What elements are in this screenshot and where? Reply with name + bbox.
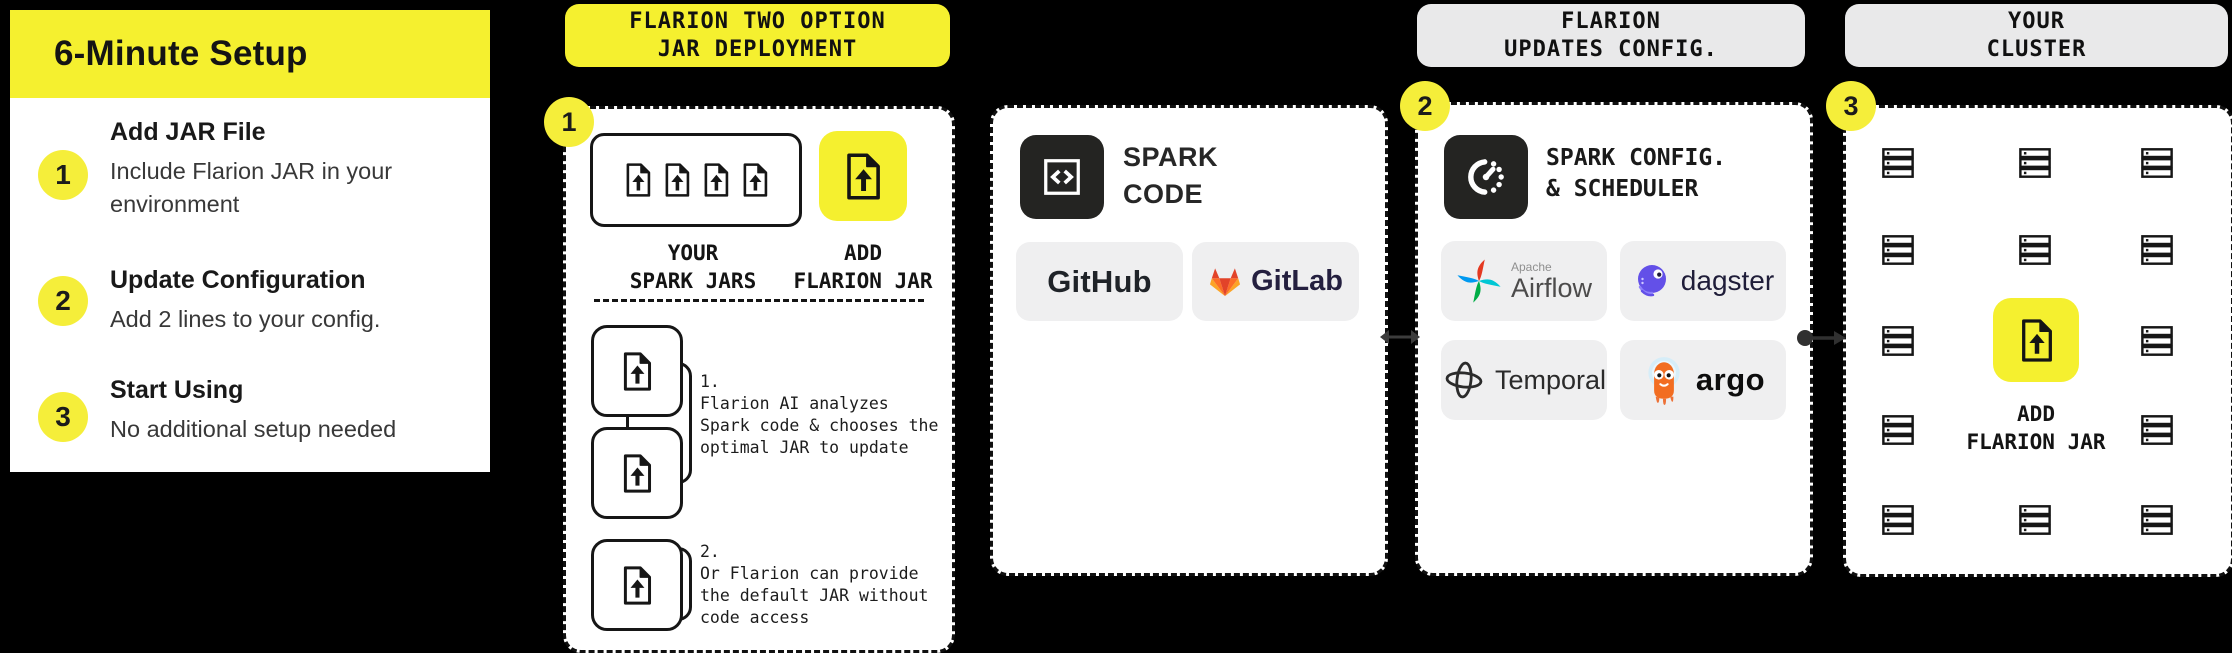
your-spark-jars-label: YOUR SPARK JARS <box>629 241 757 293</box>
dagster-button: dagster <box>1620 241 1786 321</box>
spark-code-label: SPARK CODE <box>1123 142 1219 209</box>
add-flarion-jar-label: ADD FLARION JAR <box>793 241 933 293</box>
server-icon <box>2141 326 2173 356</box>
cluster-header-pill: YOUR CLUSTER <box>1845 4 2228 67</box>
updates-config-header-pill: FLARION UPDATES CONFIG. <box>1417 4 1805 67</box>
jar-file-icon <box>625 163 651 197</box>
cluster-add-jar-label: ADD FLARION JAR <box>1966 402 2106 454</box>
upload-file-icon <box>845 153 881 200</box>
dot-arrow-icon <box>1797 330 1846 346</box>
step-2-desc: Add 2 lines to your config. <box>110 306 381 332</box>
server-icon <box>2019 235 2051 265</box>
spark-code-card: SPARK CODE GitHub GitLab <box>990 105 1388 576</box>
scheduler-tile <box>1444 135 1528 219</box>
gitlab-wordmark: GitLab <box>1251 265 1343 297</box>
dagster-wordmark: dagster <box>1680 265 1775 296</box>
option-1-text: 1. Flarion AI analyzes Spark code & choo… <box>700 372 939 457</box>
setup-panel-header: 6-Minute Setup <box>10 10 490 98</box>
server-icon <box>1882 415 1914 445</box>
step-3-title: Start Using <box>110 376 244 404</box>
deployment-card: 1 YOUR SPARK JARS ADD FLARION JAR 1. Fla… <box>544 97 955 653</box>
step-3-desc: No additional setup needed <box>110 416 397 442</box>
step-2: Update Configuration Add 2 lines to your… <box>110 266 450 336</box>
server-icon <box>2141 415 2173 445</box>
airflow-pinwheel-icon <box>1457 259 1501 303</box>
dagster-octopus-icon <box>1637 265 1666 297</box>
server-icon <box>2141 148 2173 178</box>
option-1-jar-a <box>591 325 683 417</box>
argo-wordmark: argo <box>1695 362 1766 397</box>
code-icon <box>1044 159 1080 195</box>
add-flarion-jar-tile <box>819 131 907 221</box>
temporal-button: Temporal <box>1441 340 1607 420</box>
github-button: GitHub <box>1016 242 1183 321</box>
argo-button: argo <box>1620 340 1786 420</box>
deployment-badge: 1 <box>544 97 594 147</box>
step-1-title: Add JAR File <box>110 118 266 146</box>
airflow-button: Apache Airflow <box>1441 241 1607 321</box>
cluster-card: 3 ADD FLARION JAR <box>1826 81 2232 577</box>
step-2-title: Update Configuration <box>110 266 366 294</box>
options-divider <box>594 299 924 302</box>
jar-file-icon <box>742 163 768 197</box>
upload-file-icon <box>622 566 652 605</box>
option-2-jar <box>591 539 683 631</box>
step-2-badge: 2 <box>38 276 88 326</box>
step-1-badge: 1 <box>38 150 88 200</box>
server-icon <box>1882 148 1914 178</box>
cluster-badge: 3 <box>1826 81 1876 131</box>
cluster-add-jar-tile <box>1993 298 2079 382</box>
argo-mascot-icon <box>1648 357 1680 405</box>
code-tile <box>1020 135 1104 219</box>
upload-file-icon <box>2020 319 2053 362</box>
spark-config-label: SPARK CONFIG. & SCHEDULER <box>1546 145 1727 202</box>
server-icon <box>2019 148 2051 178</box>
server-icon <box>1882 326 1914 356</box>
temporal-wordmark: Temporal <box>1494 364 1607 395</box>
timer-clock-icon <box>1468 159 1504 195</box>
upload-file-icon <box>622 352 652 391</box>
setup-title: 6-Minute Setup <box>54 34 308 73</box>
server-icon <box>2019 505 2051 535</box>
server-icon <box>1882 505 1914 535</box>
step-3-badge: 3 <box>38 392 88 442</box>
gitlab-button: GitLab <box>1192 242 1359 321</box>
server-icon <box>2141 235 2173 265</box>
jar-file-icon <box>664 163 690 197</box>
option-1-jar-b <box>591 427 683 519</box>
step-3: Start Using No additional setup needed <box>110 376 450 446</box>
deployment-header-pill: FLARION TWO OPTION JAR DEPLOYMENT <box>565 4 950 67</box>
server-icon <box>1882 235 1914 265</box>
updates-config-badge: 2 <box>1400 81 1450 131</box>
your-spark-jars-box <box>590 133 802 227</box>
bidirectional-arrow-icon <box>1380 330 1420 344</box>
server-icon <box>2141 505 2173 535</box>
updates-config-card: 2 SPARK CONFIG. & SCHEDULER Apache Air <box>1400 81 1813 576</box>
jar-file-icon <box>703 163 729 197</box>
option-2-text: 2. Or Flarion can provide the default JA… <box>700 542 929 627</box>
github-wordmark: GitHub <box>1047 263 1152 299</box>
step-1: Add JAR File Include Flarion JAR in your… <box>110 118 450 221</box>
step-1-desc: Include Flarion JAR in your environment <box>110 158 393 217</box>
airflow-wordmark: Airflow <box>1510 272 1592 303</box>
upload-file-icon <box>622 454 652 493</box>
gitlab-tanuki-icon <box>1210 267 1241 296</box>
setup-panel: 6-Minute Setup 1 Add JAR File Include Fl… <box>10 10 490 472</box>
temporal-logo-icon <box>1445 361 1483 399</box>
airflow-apache-text: Apache <box>1510 259 1552 274</box>
